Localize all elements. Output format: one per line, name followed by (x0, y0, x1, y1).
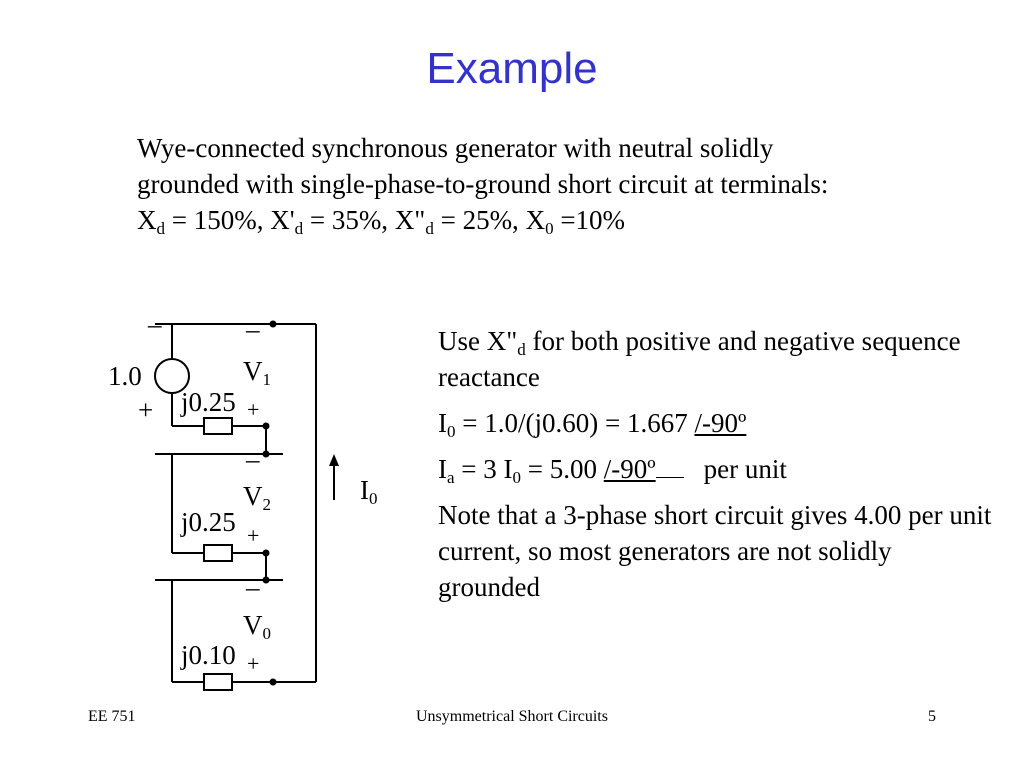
voltage-source-symbol (154, 358, 190, 394)
reactance-label-0: j0.10 (181, 640, 236, 670)
footer-page-number: 5 (928, 708, 936, 725)
problem-statement: Wye-connected synchronous generator with… (137, 130, 877, 238)
resistor-symbol-2 (203, 544, 233, 562)
solution-notes: Use X"d for both positive and negative s… (438, 323, 998, 615)
footer-title: Unsymmetrical Short Circuits (416, 708, 608, 725)
note-three-phase: Note that a 3-phase short circuit gives … (438, 500, 992, 602)
voltage-label-v2: V2 (243, 481, 271, 514)
intro-text: Wye-connected synchronous generator with… (137, 133, 829, 199)
source-voltage-label: 1.0 (108, 361, 142, 391)
minus-sign: – (246, 444, 260, 474)
minus-sign: – (246, 314, 260, 344)
reactance-label-1: j0.25 (181, 387, 236, 417)
plus-sign: + (138, 395, 154, 425)
note-zero-sequence-current: I0 = 1.0/(j0.60) = 1.667 /-90º (438, 408, 747, 441)
note-reactance: Use X"d for both positive and negative s… (438, 326, 961, 392)
minus-sign: – (246, 572, 260, 602)
plus-sign: + (247, 397, 260, 422)
minus-sign: – (148, 309, 162, 339)
plus-sign: + (247, 523, 260, 548)
reactance-parameters: Xd = 150%, X'd = 35%, X"d = 25%, X0 =10% (137, 205, 626, 238)
current-label-i0: I0 (360, 475, 378, 508)
slide-title: Example (426, 44, 598, 93)
resistor-symbol-1 (203, 417, 233, 435)
footer-course: EE 751 (88, 708, 136, 725)
resistor-symbol-0 (203, 673, 233, 691)
plus-sign: + (247, 651, 260, 676)
voltage-label-v1: V1 (243, 356, 271, 389)
voltage-label-v0: V0 (243, 610, 271, 643)
reactance-label-2: j0.25 (181, 507, 236, 537)
